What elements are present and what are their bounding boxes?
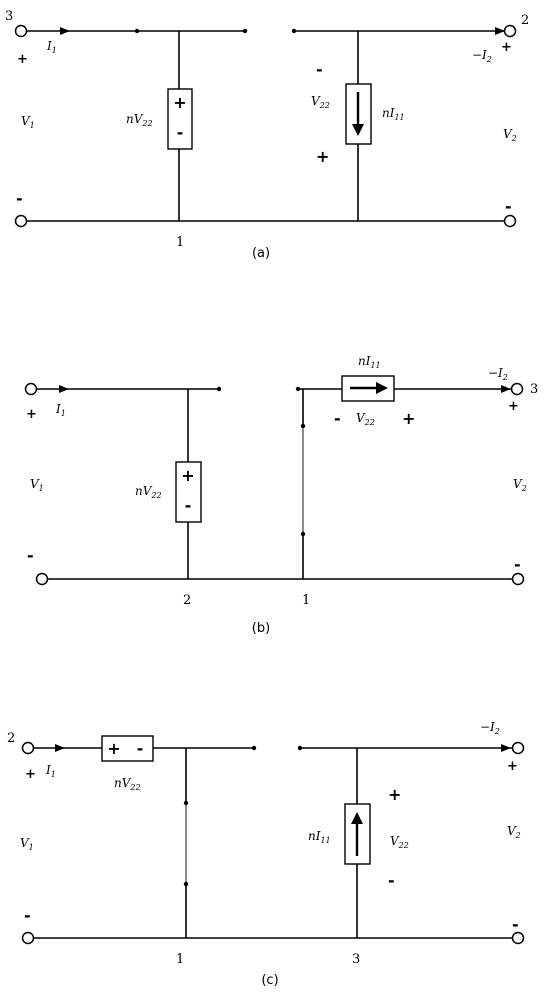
current-label-minus-i2: −I2 [488,366,508,382]
terminal [510,382,524,396]
source-minus-sign: - [177,123,184,142]
voltage-label-v1: V1 [20,836,34,852]
minus-sign: - [316,60,323,79]
circuit-c: + - 2 1 3 I1 −I2 V1 V2 nV22 V22 nI11 + +… [7,720,525,988]
plus-sign: + [507,759,518,774]
node-number: 2 [183,593,191,608]
minus-sign: - [512,915,519,934]
junction-dot [216,386,222,392]
terminal [14,214,28,228]
source-label-nv22: nV22 [135,484,162,500]
circuit-a: + - 3 2 1 I1 −I2 V1 V2 nV22 V22 nI11 + +… [5,9,529,261]
node-number: 3 [530,382,538,397]
junction-dot [300,423,306,429]
terminal [24,382,38,396]
voltage-label-v2: V2 [503,127,517,143]
terminal [35,572,49,586]
current-arrow-icon [59,385,69,393]
voltage-label-v22: V22 [311,94,330,110]
voltage-label-v1: V1 [30,477,44,493]
minus-sign: - [27,546,34,565]
terminal [511,572,525,586]
voltage-source [101,735,154,762]
current-label-minus-i2: −I2 [480,720,500,736]
terminal [511,931,525,945]
junction-dot [134,28,140,34]
source-label-ni11: nI11 [382,106,405,122]
minus-sign: - [16,189,23,208]
junction-dot [300,531,306,537]
plus-sign: + [25,767,36,782]
minus-sign: - [24,906,31,925]
caption-a: (a) [252,246,270,261]
junction-dot [295,386,301,392]
plus-sign: + [316,147,329,166]
node-number: 2 [521,13,529,28]
terminal [21,741,35,755]
junction-dot [242,28,248,34]
terminal [21,931,35,945]
source-label-ni11: nI11 [308,829,331,845]
junction-dot [291,28,297,34]
caption-b: (b) [252,621,270,636]
current-label-i1: I1 [46,39,57,55]
node-number: 3 [352,952,360,967]
source-minus-sign: - [137,739,144,758]
minus-sign: - [505,197,512,216]
current-label-minus-i2: −I2 [472,48,492,64]
plus-sign: + [402,409,415,428]
voltage-source [175,461,202,523]
source-label-nv22: nV22 [114,776,141,792]
voltage-label-v1: V1 [21,114,35,130]
minus-sign: - [388,871,395,890]
source-plus-sign: + [181,466,194,485]
voltage-source [167,88,193,150]
current-arrow-icon [60,27,70,35]
junction-dot [183,800,189,806]
current-arrow-icon [501,744,511,752]
terminal [14,24,28,38]
arrow-down-icon [352,124,364,136]
arrow-right-icon [376,382,388,394]
terminal [503,24,517,38]
junction-dot [183,881,189,887]
caption-c: (c) [261,973,278,988]
plus-sign: + [501,40,512,55]
junction-dot [297,745,303,751]
current-label-i1: I1 [45,763,56,779]
node-number: 1 [176,235,184,250]
source-plus-sign: + [107,739,120,758]
plus-sign: + [388,785,401,804]
source-label-ni11: nI11 [358,354,381,370]
current-arrow-icon [55,744,65,752]
voltage-label-v22: V22 [356,411,375,427]
minus-sign: - [334,409,341,428]
junction-dot [251,745,257,751]
source-minus-sign: - [185,496,192,515]
voltage-label-v2: V2 [513,477,527,493]
node-number: 3 [5,9,13,24]
terminal [503,214,517,228]
voltage-label-v22: V22 [390,834,409,850]
plus-sign: + [17,52,28,67]
minus-sign: - [514,555,521,574]
arrow-up-icon [351,812,363,824]
circuit-b: + - 3 2 1 I1 −I2 V1 V2 nV22 V22 nI11 + +… [24,354,538,636]
source-plus-sign: + [173,93,186,112]
node-number: 1 [302,593,310,608]
terminal [511,741,525,755]
node-number: 1 [176,952,184,967]
node-number: 2 [7,731,15,746]
plus-sign: + [26,407,37,422]
current-arrow-icon [495,27,505,35]
voltage-label-v2: V2 [507,824,521,840]
current-arrow-icon [501,385,511,393]
source-label-nv22: nV22 [126,112,153,128]
current-label-i1: I1 [55,402,66,418]
plus-sign: + [508,399,519,414]
